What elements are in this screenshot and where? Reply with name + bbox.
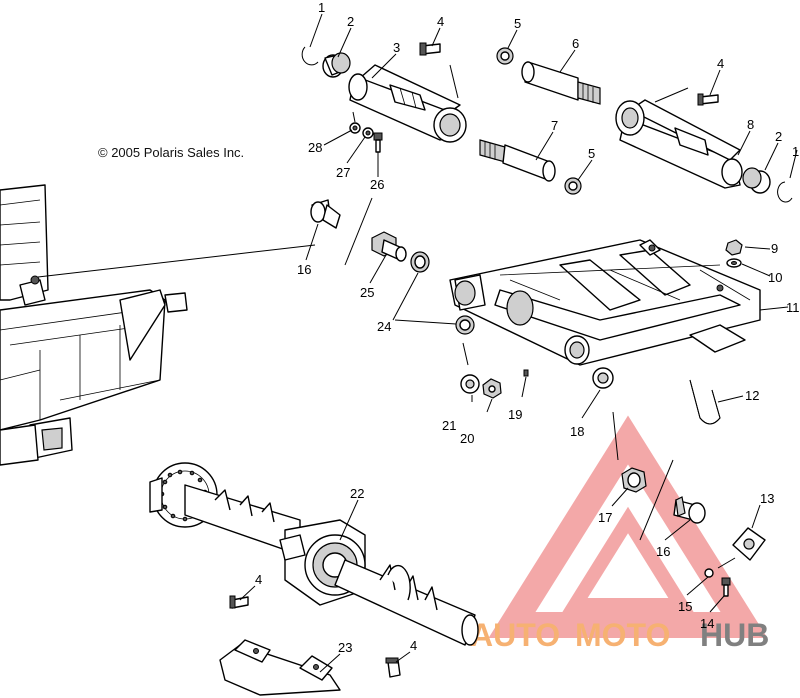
- bolt-part-26: [373, 132, 383, 153]
- callout-11: 11: [786, 300, 800, 315]
- washer-part-10: [726, 258, 742, 268]
- nut-part-20: [482, 378, 502, 399]
- watermark-text-moto: MOTO: [575, 617, 670, 653]
- callout-14: 14: [700, 616, 714, 631]
- washer-part-27: [362, 127, 374, 139]
- callout-4: 4: [437, 14, 444, 29]
- callout-5: 5: [514, 16, 521, 31]
- callout-1: 1: [318, 0, 325, 15]
- callout-19: 19: [508, 407, 522, 422]
- callout-1: 1: [792, 144, 799, 159]
- alignment-lines: [344, 64, 736, 569]
- callout-27: 27: [336, 165, 350, 180]
- pivot-tube-part-8: [615, 99, 743, 189]
- bolt-part-4-bottom-left: [229, 595, 249, 609]
- washer-part-21: [460, 374, 480, 394]
- callout-18: 18: [570, 424, 584, 439]
- callout-17: 17: [598, 510, 612, 525]
- callout-16: 16: [656, 544, 670, 559]
- callout-4: 4: [717, 56, 724, 71]
- callout-5: 5: [588, 146, 595, 161]
- callout-13: 13: [760, 491, 774, 506]
- bushing-part-18: [592, 367, 614, 389]
- watermark-text-hub: HUB: [700, 617, 769, 653]
- bushing-part-24-lower: [455, 315, 475, 335]
- bushing-part-24-upper: [410, 251, 430, 273]
- callout-3: 3: [393, 40, 400, 55]
- callout-26: 26: [370, 177, 384, 192]
- callout-24: 24: [377, 319, 391, 334]
- bushing-part-2: [322, 52, 351, 78]
- snap-ring-part-1: [301, 46, 319, 66]
- shaft-part-6: [521, 61, 601, 105]
- bolt-part-4-right: [697, 93, 719, 106]
- mount-plate-part-13: [732, 527, 766, 561]
- callout-12: 12: [745, 388, 759, 403]
- callout-4: 4: [410, 638, 417, 653]
- callout-25: 25: [360, 285, 374, 300]
- watermark-text-auto: AUTO: [470, 617, 560, 653]
- callout-9: 9: [771, 241, 778, 256]
- grease-fitting-part-19: [523, 369, 529, 377]
- callout-6: 6: [572, 36, 579, 51]
- pivot-pin-part-16-upper: [310, 199, 341, 229]
- callout-28: 28: [308, 140, 322, 155]
- callout-16: 16: [297, 262, 311, 277]
- washer-part-15: [704, 568, 714, 578]
- callout-21: 21: [442, 418, 456, 433]
- callout-15: 15: [678, 599, 692, 614]
- callout-2: 2: [347, 14, 354, 29]
- bushing-part-5-bottom: [564, 177, 582, 195]
- bracket-part-23: [219, 639, 341, 696]
- bolt-part-4-top: [419, 42, 441, 56]
- bushing-part-17: [621, 467, 647, 493]
- nut-part-9: [725, 239, 743, 256]
- callout-8: 8: [747, 117, 754, 132]
- callout-23: 23: [338, 640, 352, 655]
- swing-arm-frame-part-11: [449, 239, 761, 366]
- pivot-tube-part-3: [348, 64, 467, 143]
- callout-22: 22: [350, 486, 364, 501]
- callout-7: 7: [551, 118, 558, 133]
- bolt-part-14: [721, 577, 731, 597]
- bushing-part-5-top: [496, 47, 514, 65]
- bushing-part-2-right: [742, 167, 771, 194]
- callout-20: 20: [460, 431, 474, 446]
- callout-4: 4: [255, 572, 262, 587]
- leader-lines: [37, 13, 798, 673]
- shaft-part-7: [479, 139, 556, 182]
- copyright-text: © 2005 Polaris Sales Inc.: [98, 145, 244, 160]
- pivot-pin-part-16-lower: [673, 496, 706, 524]
- washer-part-28: [349, 122, 361, 134]
- callout-10: 10: [768, 270, 782, 285]
- vehicle-frame: [0, 184, 188, 466]
- fitting-part-25: [371, 231, 407, 262]
- callout-2: 2: [775, 129, 782, 144]
- snap-ring-part-1-right: [777, 181, 793, 203]
- watermark-logo: AUTO MOTO HUB: [470, 415, 769, 653]
- part-callouts: 1 2 3 4 5 6 4 8 2 1 7 5 28 27 26 9 10 11…: [255, 0, 800, 655]
- u-bolt-part-12: [689, 379, 721, 425]
- rear-axle-assembly-part-22: [149, 462, 479, 646]
